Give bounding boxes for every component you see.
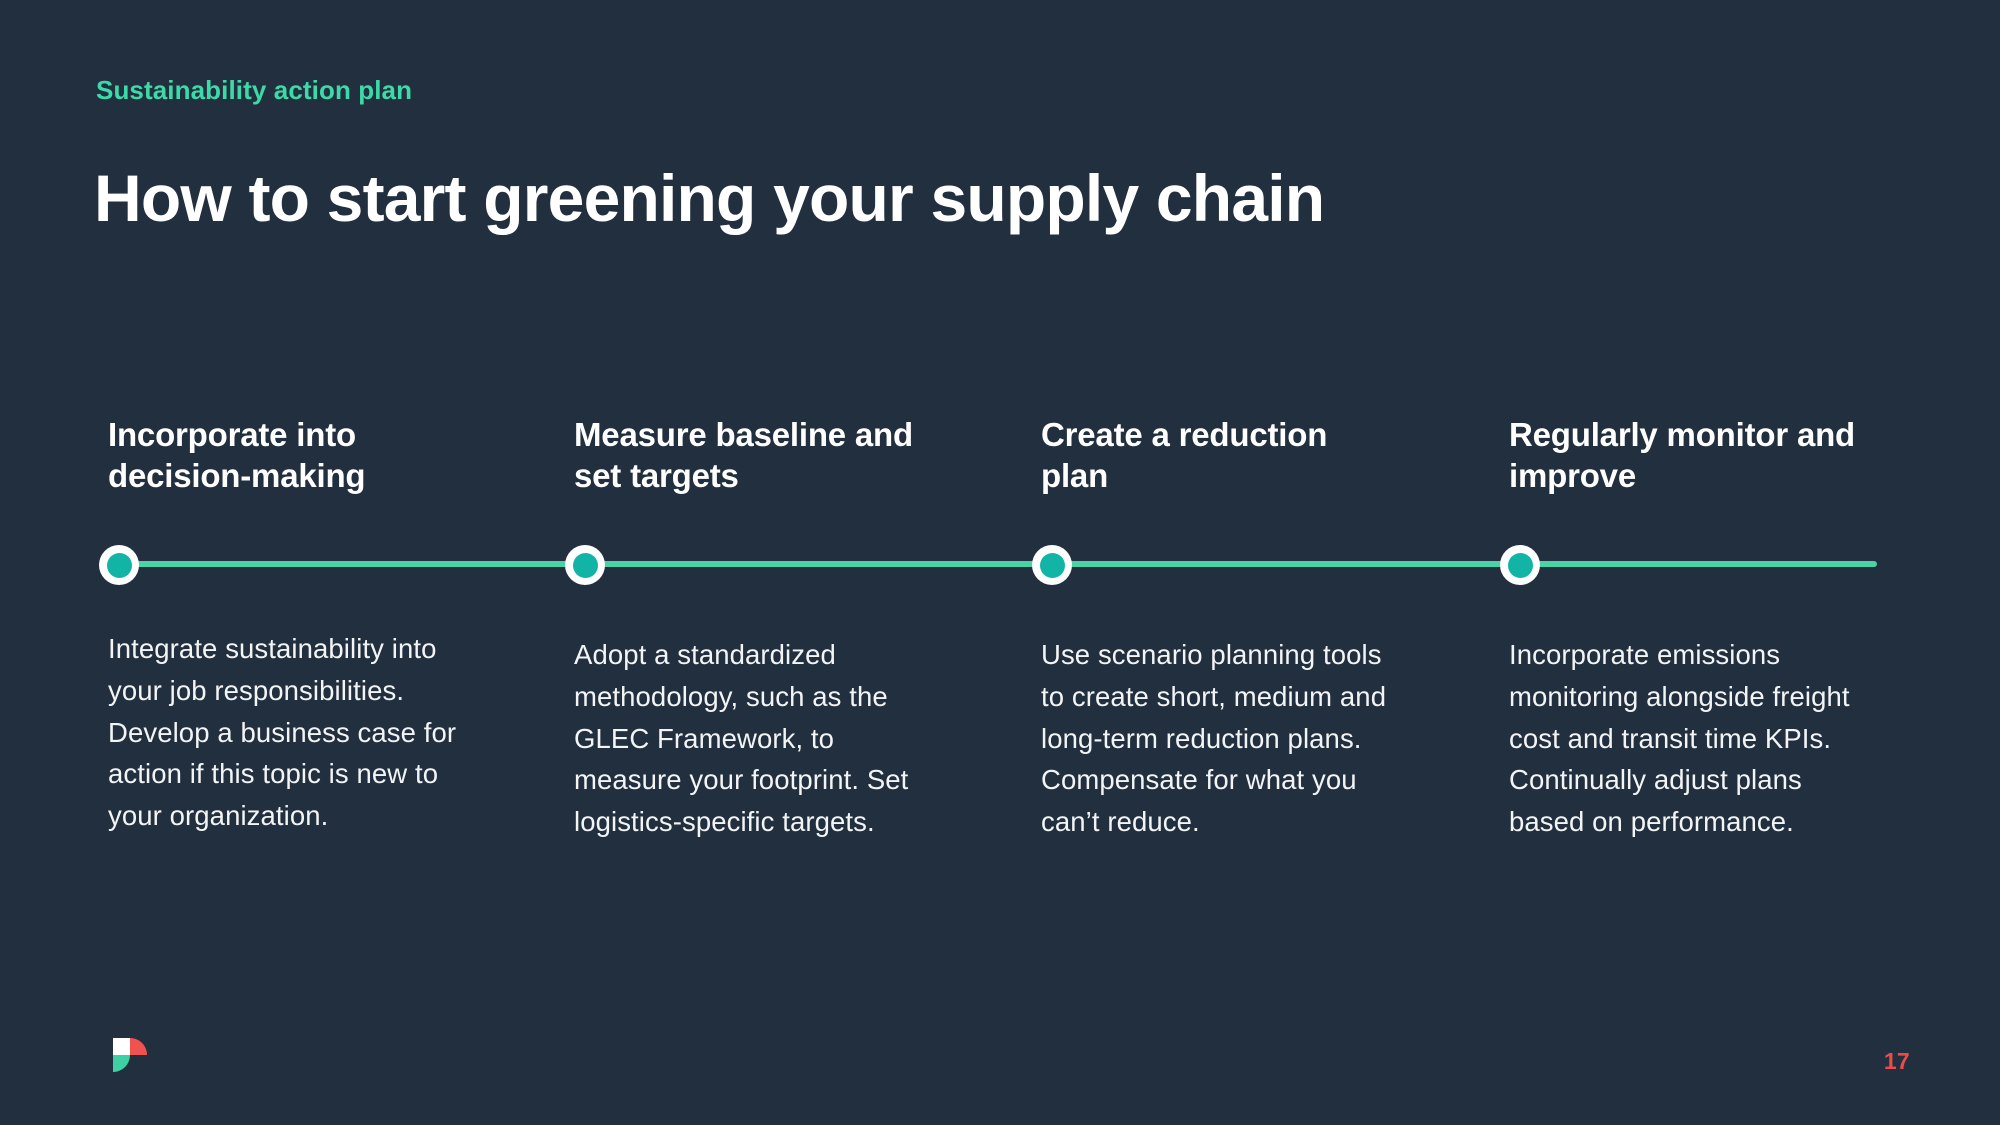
timeline-dot-inner [1039, 552, 1065, 578]
timeline-step: Measure baseline and set targets Adopt a… [565, 0, 946, 1125]
step-body: Integrate sustainability into your job r… [108, 633, 457, 832]
timeline-dot-icon [1500, 545, 1540, 585]
step-heading: Measure baseline and set targets [574, 416, 913, 494]
step-body: Use scenario planning tools to create sh… [1041, 639, 1387, 838]
timeline-dot-inner [572, 552, 598, 578]
step-heading: Create a reduction plan [1041, 416, 1328, 494]
timeline-dot-inner [1507, 552, 1533, 578]
page-title: How to start greening your supply chain [94, 161, 1325, 236]
timeline-step: Incorporate into decision-making Integra… [99, 0, 480, 1125]
timeline-dot-icon [99, 545, 139, 585]
timeline-steps: Incorporate into decision-making Integra… [96, 0, 1904, 1125]
pledge-logo-icon [113, 1038, 147, 1080]
step-heading: Incorporate into decision-making [108, 416, 366, 494]
timeline-dot-icon [565, 545, 605, 585]
page-number: 17 [1883, 1048, 1910, 1074]
timeline-step: Regularly monitor and improve Incorporat… [1500, 0, 1881, 1125]
step-body: Adopt a standardized methodology, such a… [574, 639, 909, 838]
timeline-dot-inner [106, 552, 132, 578]
step-body: Incorporate emissions monitoring alongsi… [1509, 639, 1850, 838]
slide-eyebrow: Sustainability action plan [96, 75, 413, 105]
timeline-step: Create a reduction plan Use scenario pla… [1032, 0, 1413, 1125]
step-heading: Regularly monitor and improve [1509, 416, 1856, 494]
timeline-dot-icon [1032, 545, 1072, 585]
